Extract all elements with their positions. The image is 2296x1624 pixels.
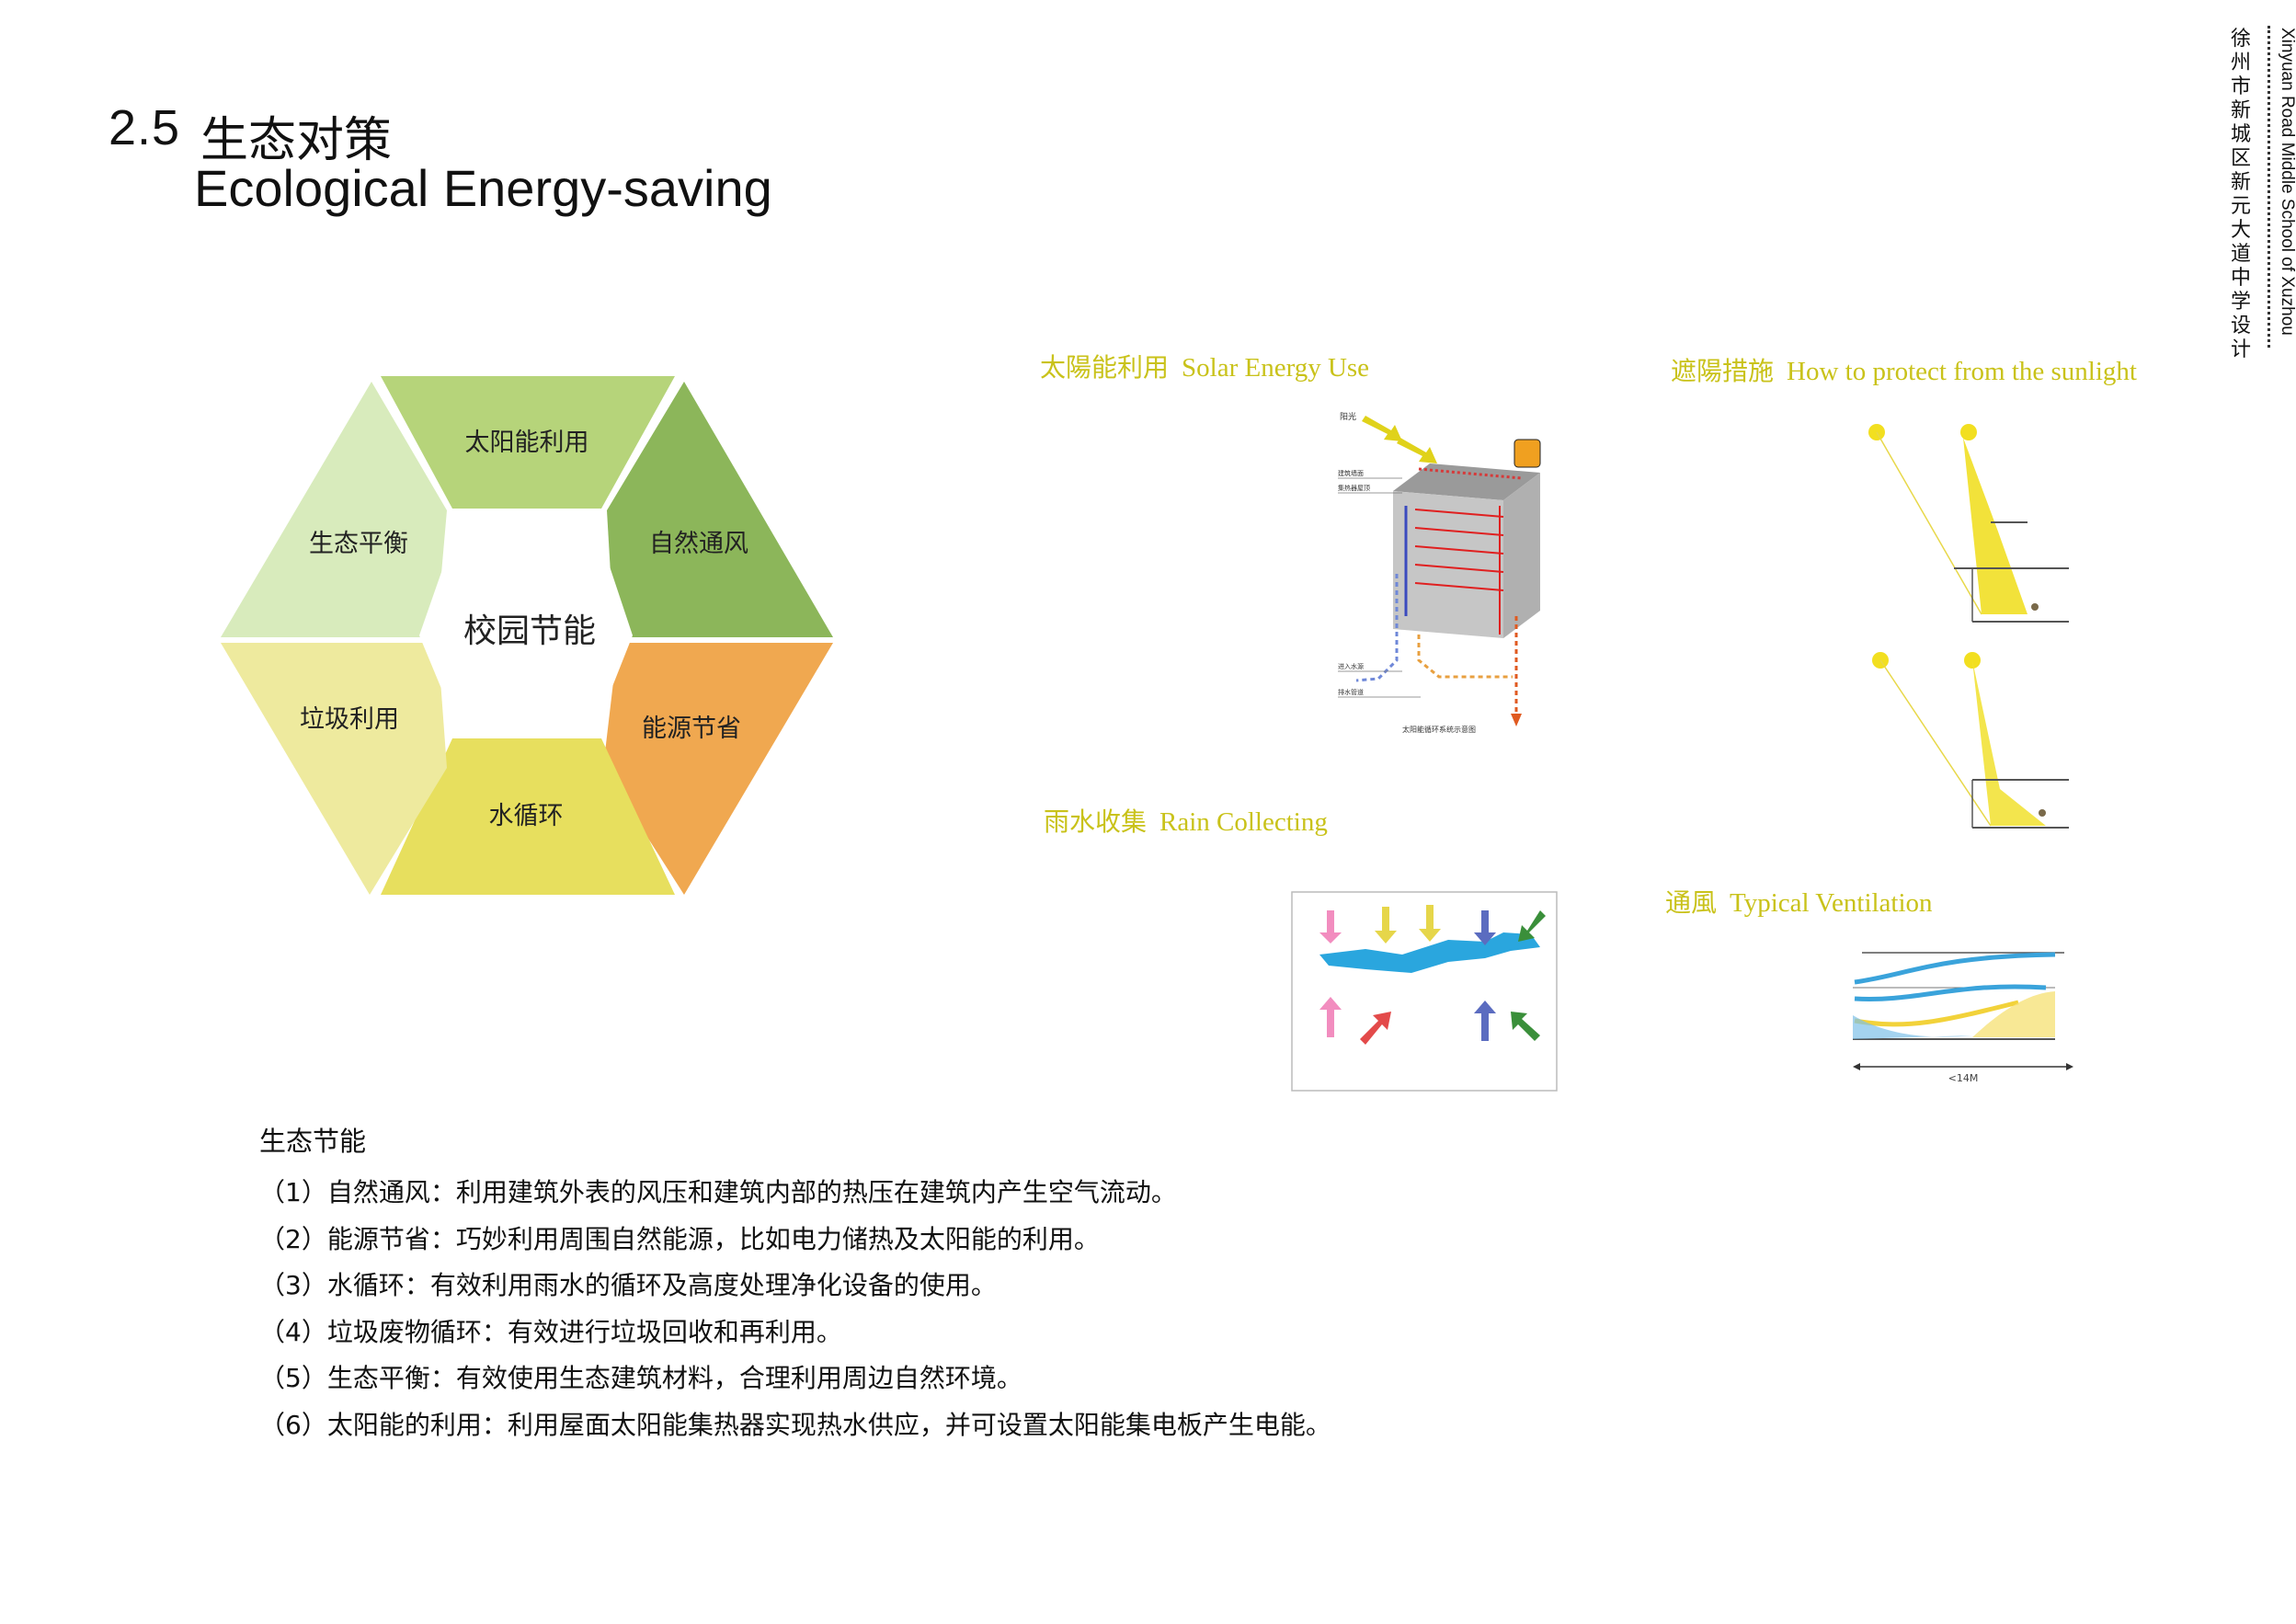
solar-diagram-caption: 太阳能循环系统示意图 (1402, 725, 1476, 734)
vent-title-en: Typical Ventilation (1730, 888, 1933, 918)
shade-diagram (1868, 424, 2069, 829)
vent-title-cn: 通風 (1665, 887, 1718, 918)
diagram-panel: 太陽能利用 Solar Energy Use 遮陽措施 How to protect… (851, 313, 2175, 1113)
solar-title-cn: 太陽能利用 (1040, 352, 1170, 383)
shade-title: 遮陽措施 How to protect from the sunlight (1671, 351, 2137, 388)
energy-hexagon-diagram: 太阳能利用 自然通风 能源节省 水循环 垃圾利用 生态平衡 校园节能 (217, 372, 837, 898)
water-tank (1514, 439, 1541, 468)
hex-label-solar: 太阳能利用 (465, 429, 589, 457)
solar-title: 太陽能利用 Solar Energy Use (1040, 348, 1369, 384)
section-title-en: Ecological Energy-saving (194, 159, 772, 217)
solar-label-drain: 排水管道 (1338, 688, 1364, 696)
note-item: （6）太阳能的利用：利用屋面太阳能集热器实现热水供应，并可设置太阳能集电板产生电… (259, 1409, 1331, 1440)
solar-title-en: Solar Energy Use (1182, 353, 1370, 383)
note-item: （2）能源节省：巧妙利用周围自然能源，比如电力储热及太阳能的利用。 (259, 1223, 1100, 1254)
section-number: 2.5 (109, 100, 181, 155)
hex-center-label: 校园节能 (463, 612, 596, 650)
solar-label-sun: 阳光 (1340, 411, 1356, 422)
sunlight-arrow-1 (1362, 416, 1402, 441)
project-title-cn: 徐州市新城区新元大道中学设计 (2230, 28, 2251, 361)
hex-label-water: 水循环 (489, 802, 564, 830)
solar-label-water-in: 进入水源 (1338, 662, 1364, 670)
hex-label-ventilation: 自然通风 (649, 530, 748, 558)
rain-diagram (1266, 875, 1575, 1111)
rain-title-en: Rain Collecting (1159, 807, 1328, 837)
hex-label-waste: 垃圾利用 (300, 705, 399, 734)
vent-dimension-label: <14M (1948, 1072, 1979, 1084)
note-item: （1）自然通风：利用建筑外表的风压和建筑内部的热压在建筑内产生空气流动。 (259, 1177, 1177, 1207)
shade-title-cn: 遮陽措施 (1671, 356, 1775, 386)
project-title-en: Xinyuan Road Middle School of Xuzhou (2278, 28, 2296, 336)
hex-segment-energy (603, 643, 833, 895)
solar-label-wall: 建筑墙面 (1338, 469, 1364, 477)
side-divider (2267, 26, 2270, 348)
note-item: （5）生态平衡：有效使用生态建筑材料，合理利用周边自然环境。 (259, 1363, 1022, 1393)
notes-heading: 生态节能 (259, 1126, 367, 1157)
rain-arrows (1319, 905, 1546, 1045)
solar-diagram: 阳光 建筑墙面 集热器屋顶 进入水源 (1338, 411, 1541, 734)
sunlight-arrow-2 (1397, 438, 1437, 463)
rain-title-cn: 雨水收集 (1044, 806, 1148, 837)
ventilation-diagram: <14M (1853, 952, 2073, 1084)
vent-title: 通風 Typical Ventilation (1665, 883, 1933, 920)
rain-title: 雨水收集 Rain Collecting (1044, 802, 1328, 839)
section-title-cn: 生态对策 (200, 113, 393, 168)
hex-segment-ecology (221, 382, 447, 637)
hex-segment-water (381, 738, 675, 895)
note-item: （3）水循环：有效利用雨水的循环及高度处理净化设备的使用。 (259, 1270, 997, 1300)
notes-section: 生态节能 （1）自然通风：利用建筑外表的风压和建筑内部的热压在建筑内产生空气流动… (259, 1120, 1331, 1448)
shade-title-en: How to protect from the sunlight (1787, 357, 2137, 386)
hex-label-energy: 能源节省 (642, 715, 741, 743)
hex-label-ecology: 生态平衡 (309, 530, 408, 558)
hex-segment-solar (381, 376, 675, 509)
hex-center (419, 520, 633, 733)
hex-segment-ventilation (607, 382, 833, 637)
solar-label-roof: 集热器屋顶 (1338, 484, 1370, 492)
hex-segment-waste (221, 643, 447, 895)
note-item: （4）垃圾废物循环：有效进行垃圾回收和再利用。 (259, 1316, 842, 1347)
